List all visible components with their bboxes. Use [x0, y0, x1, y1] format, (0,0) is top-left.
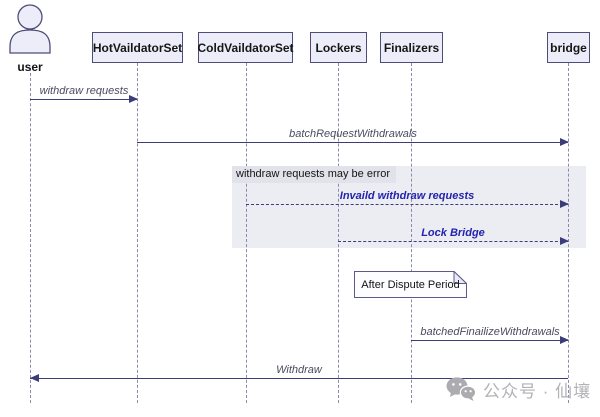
- message-label-lock-bridge: Lock Bridge: [421, 227, 485, 239]
- message-label-batch-request-withdrawals: batchRequestWithdrawals: [289, 128, 417, 140]
- lifeline-lockers: [338, 63, 339, 403]
- message-line-withdraw-requests: [30, 99, 137, 100]
- message-line-lock-bridge: [338, 241, 568, 242]
- participant-bridge: bridge: [547, 32, 590, 63]
- participant-label: bridge: [550, 40, 587, 55]
- participant-lockers: Lockers: [310, 32, 367, 63]
- arrowhead-icon: [560, 138, 569, 146]
- participant-label: Lockers: [315, 40, 362, 55]
- lifeline-finalizers: [411, 63, 412, 403]
- participant-finalizers: Finalizers: [380, 32, 443, 63]
- lifeline-coldvaildatorset: [246, 63, 247, 403]
- highlight-label: withdraw requests may be error: [232, 166, 397, 183]
- arrowhead-icon: [129, 95, 138, 103]
- participant-label: Finalizers: [383, 40, 440, 55]
- actor-user: user: [8, 4, 52, 74]
- note-label: After Dispute Period: [361, 278, 460, 291]
- message-line-withdraw: [30, 378, 568, 379]
- note-icon: [354, 270, 468, 298]
- arrowhead-icon: [560, 200, 569, 208]
- actor-user-label: user: [17, 60, 43, 74]
- message-label-batched-finalize-withdrawals: batchedFinailizeWithdrawals: [420, 326, 560, 338]
- participant-coldvaildatorset: ColdVaildatorSet: [197, 32, 294, 63]
- arrowhead-icon: [560, 336, 569, 344]
- lifeline-hotvaildatorset: [137, 63, 138, 403]
- arrowhead-icon: [30, 374, 39, 382]
- participant-label: ColdVaildatorSet: [197, 40, 294, 55]
- participant-hotvaildatorset: HotVaildatorSet: [92, 32, 183, 63]
- message-label-invalid-withdraw-requests: Invaild withdraw requests: [339, 190, 475, 202]
- watermark-text: 公众号 · 仙壤: [483, 381, 592, 401]
- arrowhead-icon: [560, 237, 569, 245]
- note-after-dispute-period: After Dispute Period: [354, 270, 468, 298]
- message-line-invalid-withdraw-requests: [246, 204, 568, 205]
- lifeline-bridge: [568, 63, 569, 403]
- lifeline-user: [30, 68, 31, 403]
- participant-label: HotVaildatorSet: [92, 40, 183, 55]
- wechat-icon: [446, 377, 476, 401]
- message-line-batch-request-withdrawals: [137, 142, 568, 143]
- watermark: 公众号 · 仙壤: [446, 376, 591, 402]
- message-line-batched-finalize-withdrawals: [411, 340, 568, 341]
- message-label-withdraw: Withdraw: [276, 364, 322, 376]
- message-label-withdraw-requests: withdraw requests: [39, 85, 129, 97]
- user-actor-icon: [9, 4, 51, 54]
